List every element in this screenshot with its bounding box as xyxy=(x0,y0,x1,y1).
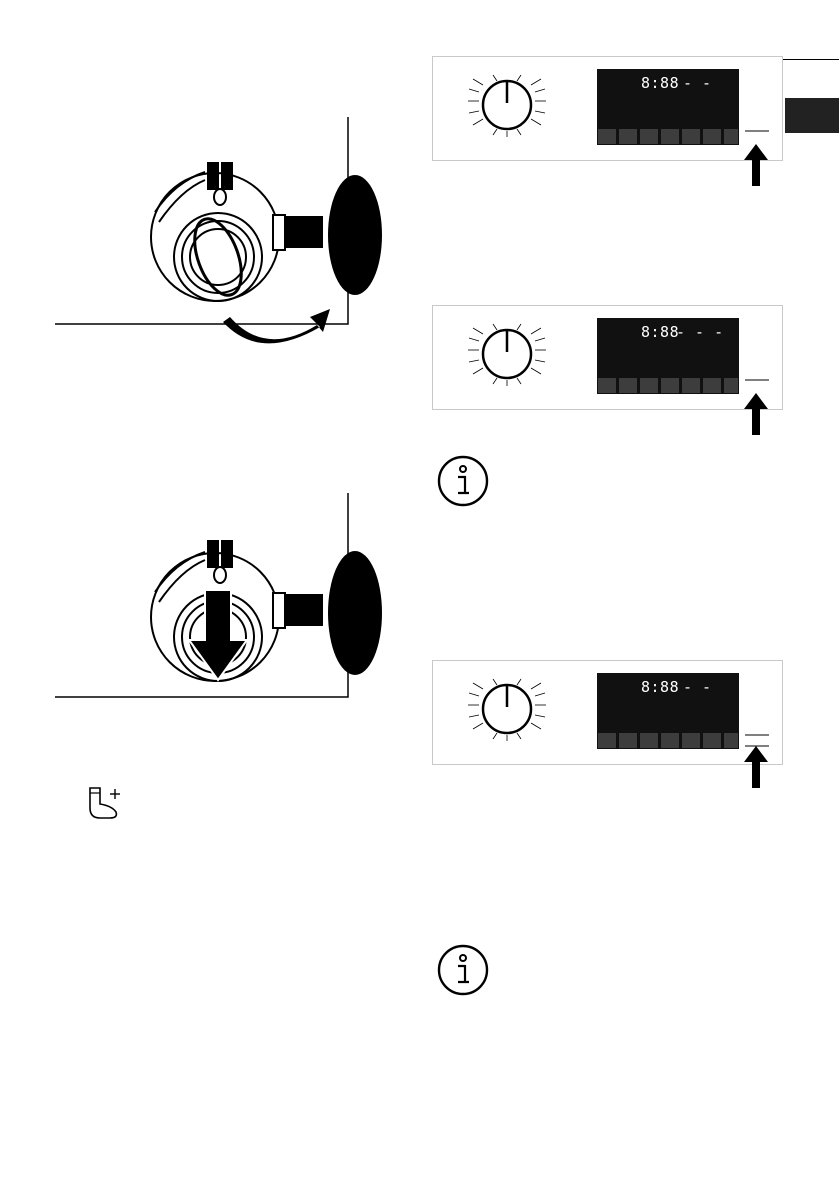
arrow-up-icon xyxy=(744,144,768,190)
door-lock-rotate-figure xyxy=(55,112,390,362)
control-panel-2: 8:88 - - - xyxy=(432,305,783,410)
control-panel-3: 8:88 - - xyxy=(432,660,783,765)
arrow-up-icon xyxy=(744,393,768,439)
program-dial[interactable] xyxy=(468,75,546,137)
sock-plus-icon xyxy=(82,784,128,826)
program-dial[interactable] xyxy=(468,324,546,386)
display-indicator: - - - xyxy=(676,323,724,341)
display-readout: 8:88 xyxy=(641,74,679,92)
language-tab xyxy=(785,98,839,133)
info-circle-icon xyxy=(436,454,490,512)
control-panel-1: 8:88 - - xyxy=(432,56,783,161)
display-readout: 8:88 xyxy=(641,678,679,696)
display-indicator: - - xyxy=(683,74,712,92)
display-readout: 8:88 xyxy=(641,323,679,341)
info-circle-icon xyxy=(436,943,490,1001)
display-indicator: - - xyxy=(683,678,712,696)
arrow-up-icon xyxy=(744,746,768,792)
program-dial[interactable] xyxy=(468,679,546,741)
door-lock-pull-figure xyxy=(55,490,390,705)
